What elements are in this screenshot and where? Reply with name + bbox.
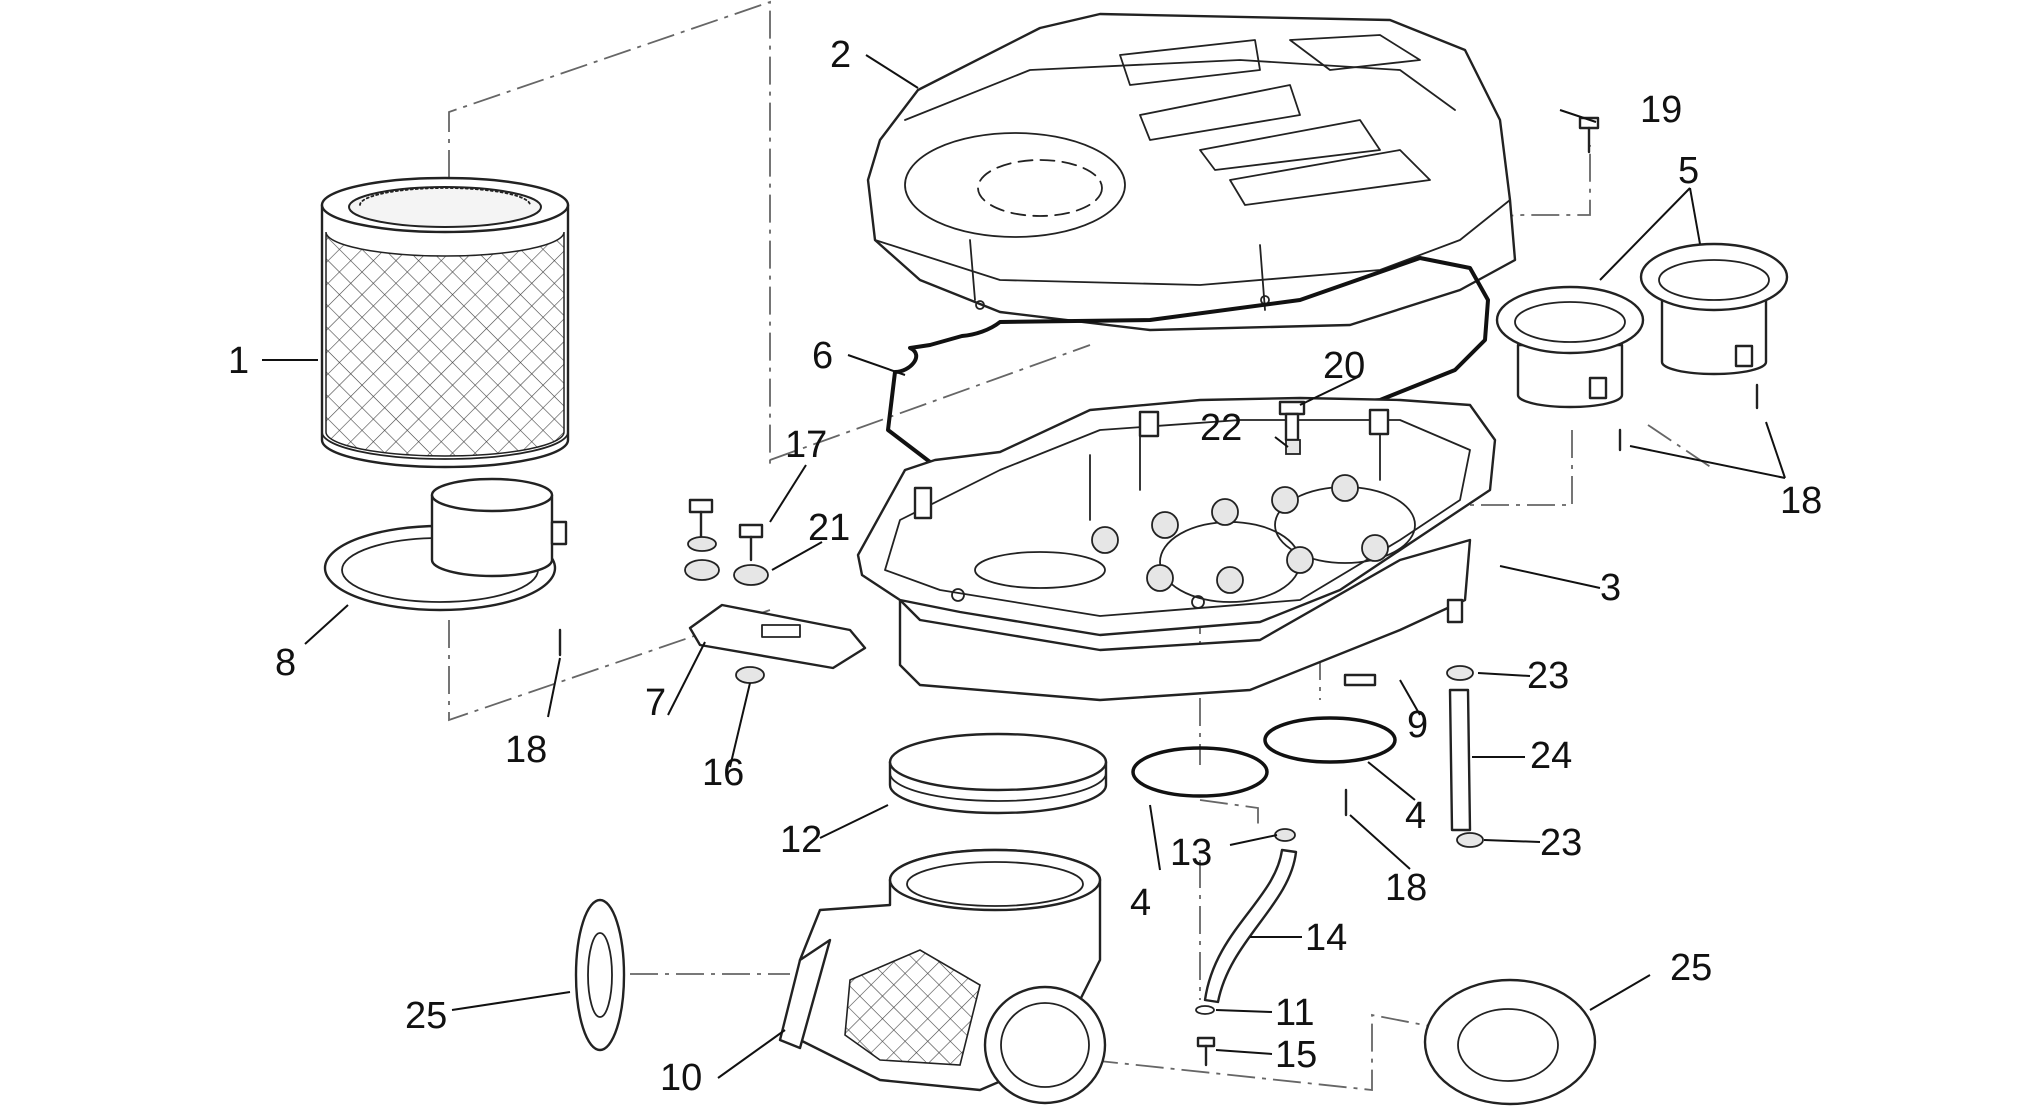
airbox-cover (866, 12, 1517, 332)
intake-manifold (778, 848, 1107, 1105)
callout-labels: 1 2 3 4 4 5 6 7 8 9 10 11 12 13 14 15 16… (228, 34, 1822, 1099)
callout-12: 12 (780, 819, 822, 861)
callout-20: 20 (1323, 345, 1365, 387)
callout-17: 17 (785, 424, 827, 466)
callout-22: 22 (1200, 407, 1242, 449)
callout-9: 9 (1407, 704, 1428, 746)
cover-gasket (886, 256, 1490, 472)
callout-4-left: 4 (1130, 882, 1151, 924)
callout-16: 16 (702, 752, 744, 794)
seals (574, 898, 1597, 1106)
o-rings (1131, 716, 1397, 798)
callout-4-right: 4 (1405, 795, 1426, 837)
callout-18-left: 18 (505, 729, 547, 771)
hardware (558, 116, 1759, 1067)
callout-24: 24 (1530, 735, 1572, 777)
callout-8: 8 (275, 642, 296, 684)
air-filter-element (320, 176, 570, 469)
callout-15: 15 (1275, 1034, 1317, 1076)
callout-7: 7 (645, 682, 666, 724)
leader-lines (262, 54, 1786, 1079)
callout-6: 6 (812, 335, 833, 377)
callout-25-right: 25 (1670, 947, 1712, 989)
callout-23-top: 23 (1527, 655, 1569, 697)
callout-13: 13 (1170, 832, 1212, 874)
callout-1: 1 (228, 340, 249, 382)
airbox-housing (856, 396, 1497, 702)
callout-10: 10 (660, 1057, 702, 1099)
callout-14: 14 (1305, 917, 1347, 959)
velocity-stacks (1495, 242, 1789, 409)
callout-19: 19 (1640, 89, 1682, 131)
filter-base-plate (323, 477, 568, 612)
callout-23-bottom: 23 (1540, 822, 1582, 864)
callout-25-left: 25 (405, 995, 447, 1037)
callout-5: 5 (1678, 150, 1699, 192)
hose-clamp (888, 732, 1108, 815)
callout-2: 2 (830, 34, 851, 76)
callout-18-middle: 18 (1385, 867, 1427, 909)
callout-3: 3 (1600, 567, 1621, 609)
callout-21: 21 (808, 507, 850, 549)
callout-18-right: 18 (1780, 480, 1822, 522)
callout-11: 11 (1275, 992, 1314, 1034)
